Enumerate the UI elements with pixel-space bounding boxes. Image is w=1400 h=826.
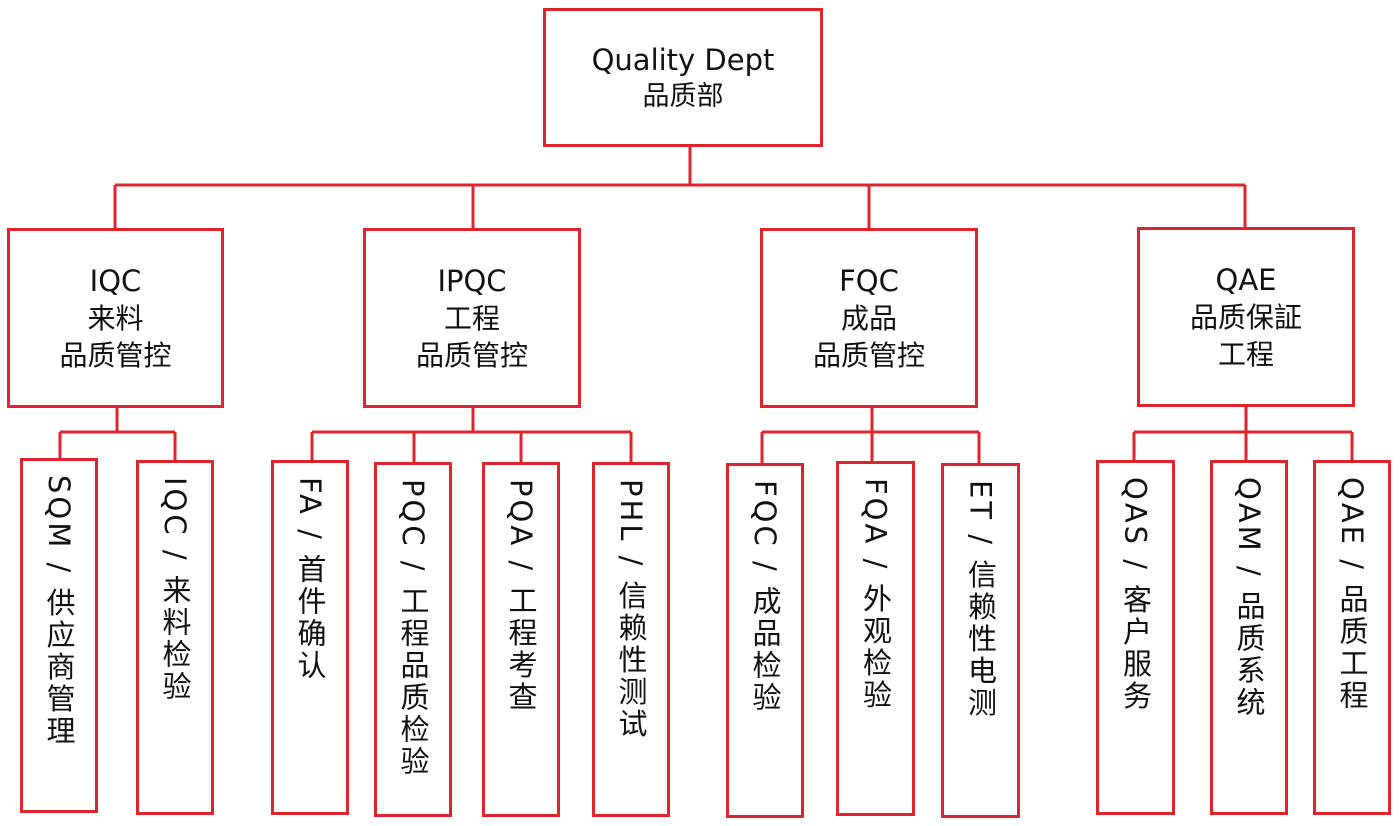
dept-node-iqc: IQC 来料 品质管控 <box>7 228 224 408</box>
leaf-node-et: ET / 信赖性电测 <box>941 463 1020 818</box>
dept-code: IQC <box>89 264 142 298</box>
leaf-node-fqc: FQC / 成品检验 <box>726 463 804 818</box>
leaf-node-pqc: PQC / 工程品质检验 <box>374 462 452 817</box>
leaf-node-iqc: IQC / 来料检验 <box>136 460 214 815</box>
leaf-label: QAS / 客户服务 <box>1118 477 1153 713</box>
leaf-label: FA / 首件确认 <box>293 477 327 683</box>
leaf-label: FQA / 外观检验 <box>858 478 893 712</box>
dept-line1: 成品 <box>840 302 897 335</box>
dept-code: FQC <box>839 264 899 298</box>
leaf-label: QAM / 品质系统 <box>1232 477 1266 719</box>
leaf-label: PQC / 工程品质检验 <box>396 479 430 778</box>
leaf-label: PQA / 工程考查 <box>504 479 538 714</box>
root-title-zh: 品质部 <box>642 80 724 112</box>
root-title-en: Quality Dept <box>591 42 775 77</box>
leaf-node-pqa: PQA / 工程考查 <box>482 462 560 817</box>
leaf-node-fa: FA / 首件确认 <box>271 460 349 815</box>
dept-code: QAE <box>1215 263 1277 297</box>
leaf-node-qam: QAM / 品质系统 <box>1210 460 1288 815</box>
dept-code: IPQC <box>437 264 507 298</box>
leaf-label: QAE / 品质工程 <box>1335 477 1369 713</box>
leaf-label: PHL / 信赖性测试 <box>614 479 648 741</box>
dept-line2: 品质管控 <box>415 339 528 372</box>
root-node: Quality Dept 品质部 <box>543 8 823 147</box>
dept-line1: 品质保証 <box>1189 301 1302 334</box>
dept-line1: 工程 <box>443 302 500 335</box>
leaf-node-phl: PHL / 信赖性测试 <box>592 462 670 817</box>
leaf-node-qas: QAS / 客户服务 <box>1096 460 1175 815</box>
leaf-node-qae: QAE / 品质工程 <box>1313 460 1391 815</box>
leaf-label: ET / 信赖性电测 <box>963 480 998 720</box>
dept-node-ipqc: IPQC 工程 品质管控 <box>363 228 581 408</box>
leaf-node-sqm: SQM / 供应商管理 <box>20 458 98 813</box>
dept-line2: 品质管控 <box>812 339 925 372</box>
dept-line2: 工程 <box>1217 338 1274 371</box>
leaf-label: IQC / 来料检验 <box>158 477 192 703</box>
dept-line1: 来料 <box>87 302 144 335</box>
leaf-label: FQC / 成品检验 <box>748 480 782 714</box>
dept-node-fqc: FQC 成品 品质管控 <box>760 228 978 408</box>
dept-node-qae: QAE 品质保証 工程 <box>1137 227 1355 407</box>
dept-line2: 品质管控 <box>59 339 172 372</box>
leaf-label: SQM / 供应商管理 <box>42 475 76 748</box>
leaf-node-fqa: FQA / 外观检验 <box>836 461 915 816</box>
